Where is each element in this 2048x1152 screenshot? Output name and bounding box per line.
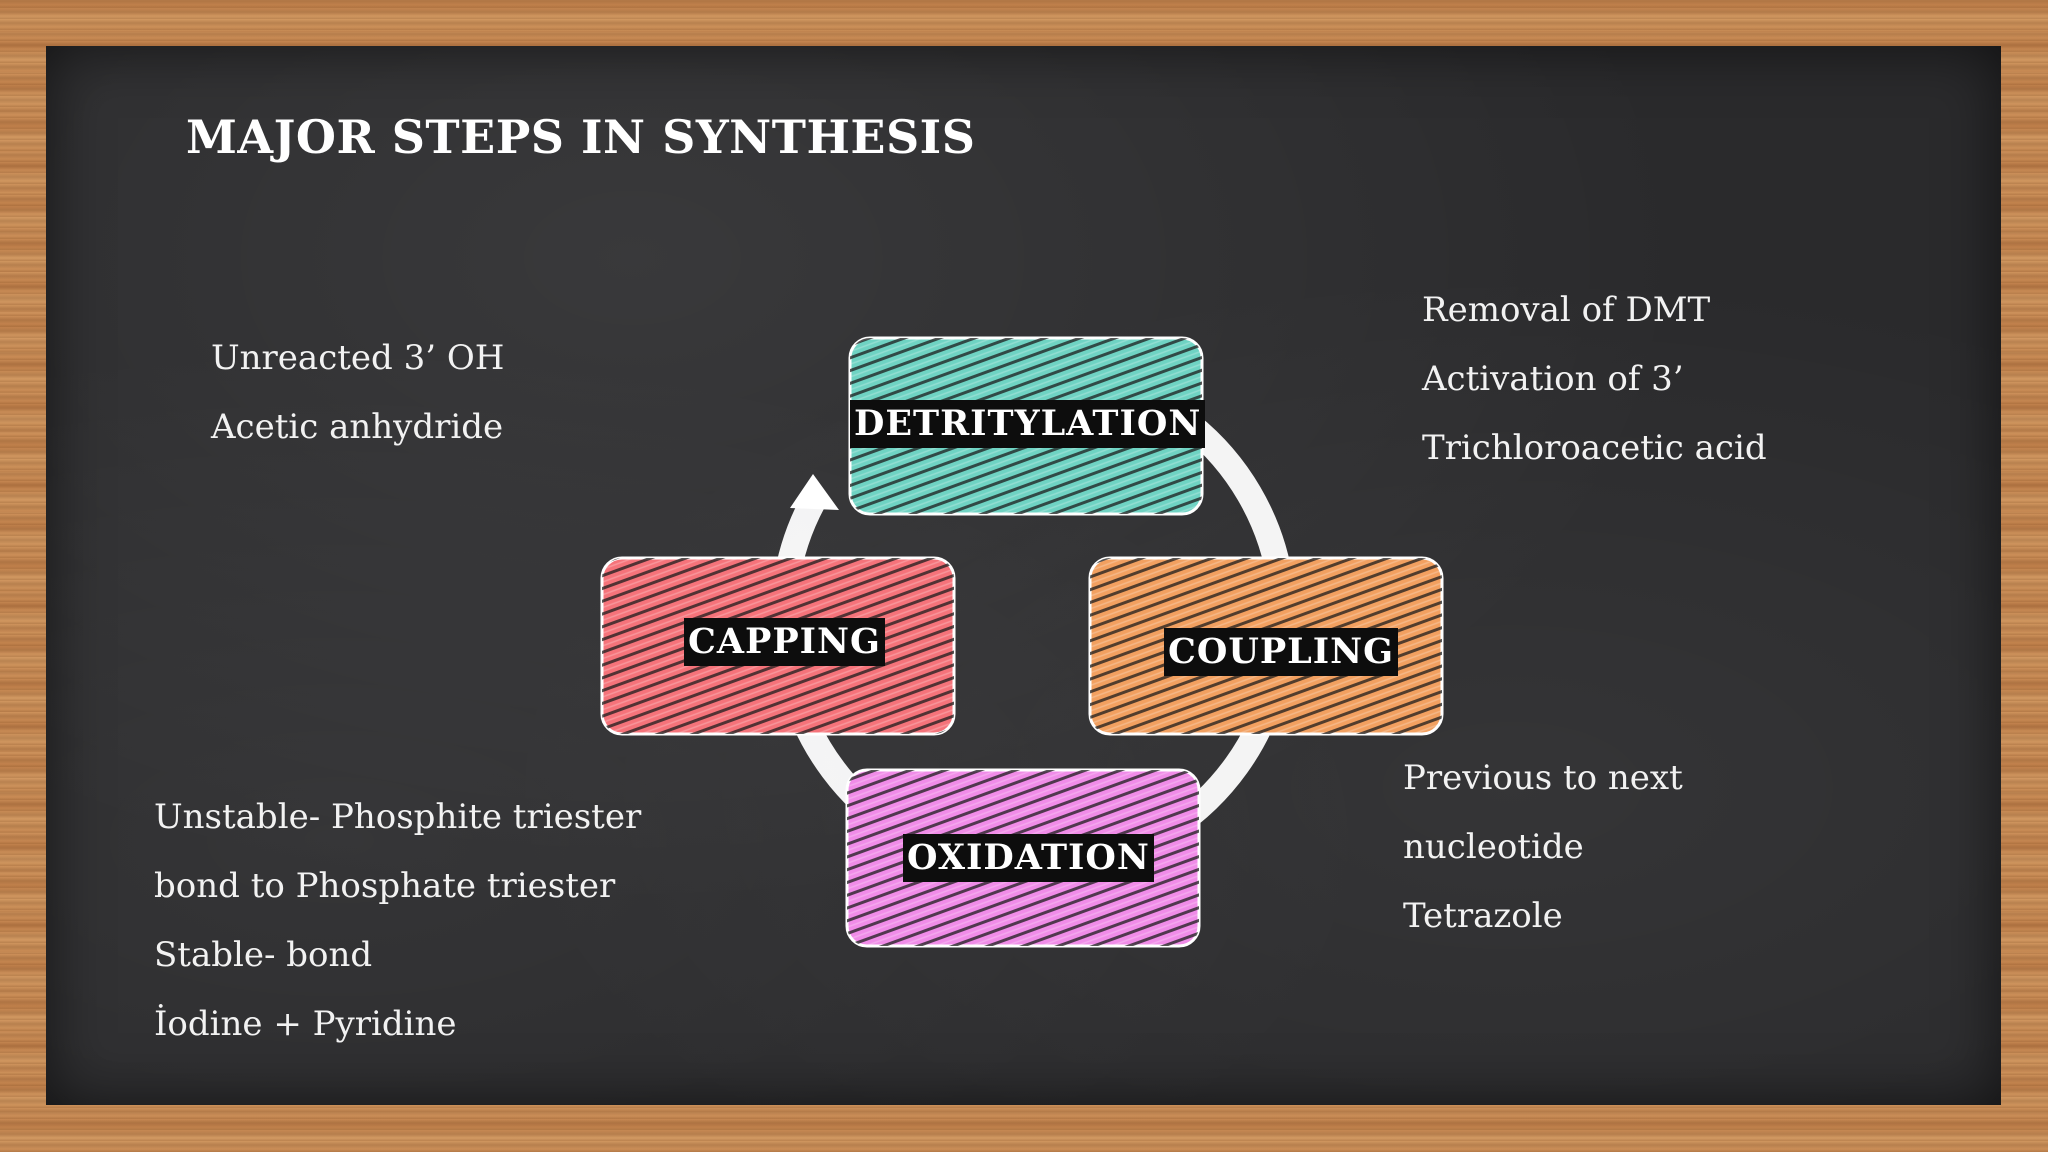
slide-title: MAJOR STEPS IN SYNTHESIS (186, 110, 976, 164)
detritylation-notes: Removal of DMT Activation of 3’ Trichlor… (1422, 276, 1767, 483)
chalkboard (46, 46, 2001, 1105)
coupling-note: nucleotide (1403, 827, 1584, 867)
oxidation-note: bond to Phosphate triester (154, 866, 616, 906)
oxidation-notes: Unstable- Phosphite triester bond to Pho… (154, 783, 641, 1059)
capping-label: CAPPING (684, 618, 885, 666)
coupling-note: Tetrazole (1403, 896, 1563, 936)
oxidation-label: OXIDATION (903, 834, 1154, 882)
coupling-note: Previous to next (1403, 758, 1683, 798)
coupling-label: COUPLING (1164, 628, 1399, 676)
capping-note: Unreacted 3’ OH (211, 338, 505, 378)
capping-notes: Unreacted 3’ OH Acetic anhydride (211, 324, 504, 462)
detritylation-note: Trichloroacetic acid (1422, 428, 1767, 468)
detritylation-note: Activation of 3’ (1422, 359, 1684, 399)
coupling-notes: Previous to next nucleotide Tetrazole (1403, 744, 1683, 951)
cycle-arrowhead-icon (790, 474, 839, 510)
detritylation-label: DETRITYLATION (850, 400, 1206, 448)
oxidation-note: İodine + Pyridine (154, 1004, 457, 1044)
detritylation-note: Removal of DMT (1422, 290, 1711, 330)
oxidation-note: Stable- bond (154, 935, 373, 975)
oxidation-note: Unstable- Phosphite triester (154, 797, 642, 837)
capping-note: Acetic anhydride (211, 407, 504, 447)
